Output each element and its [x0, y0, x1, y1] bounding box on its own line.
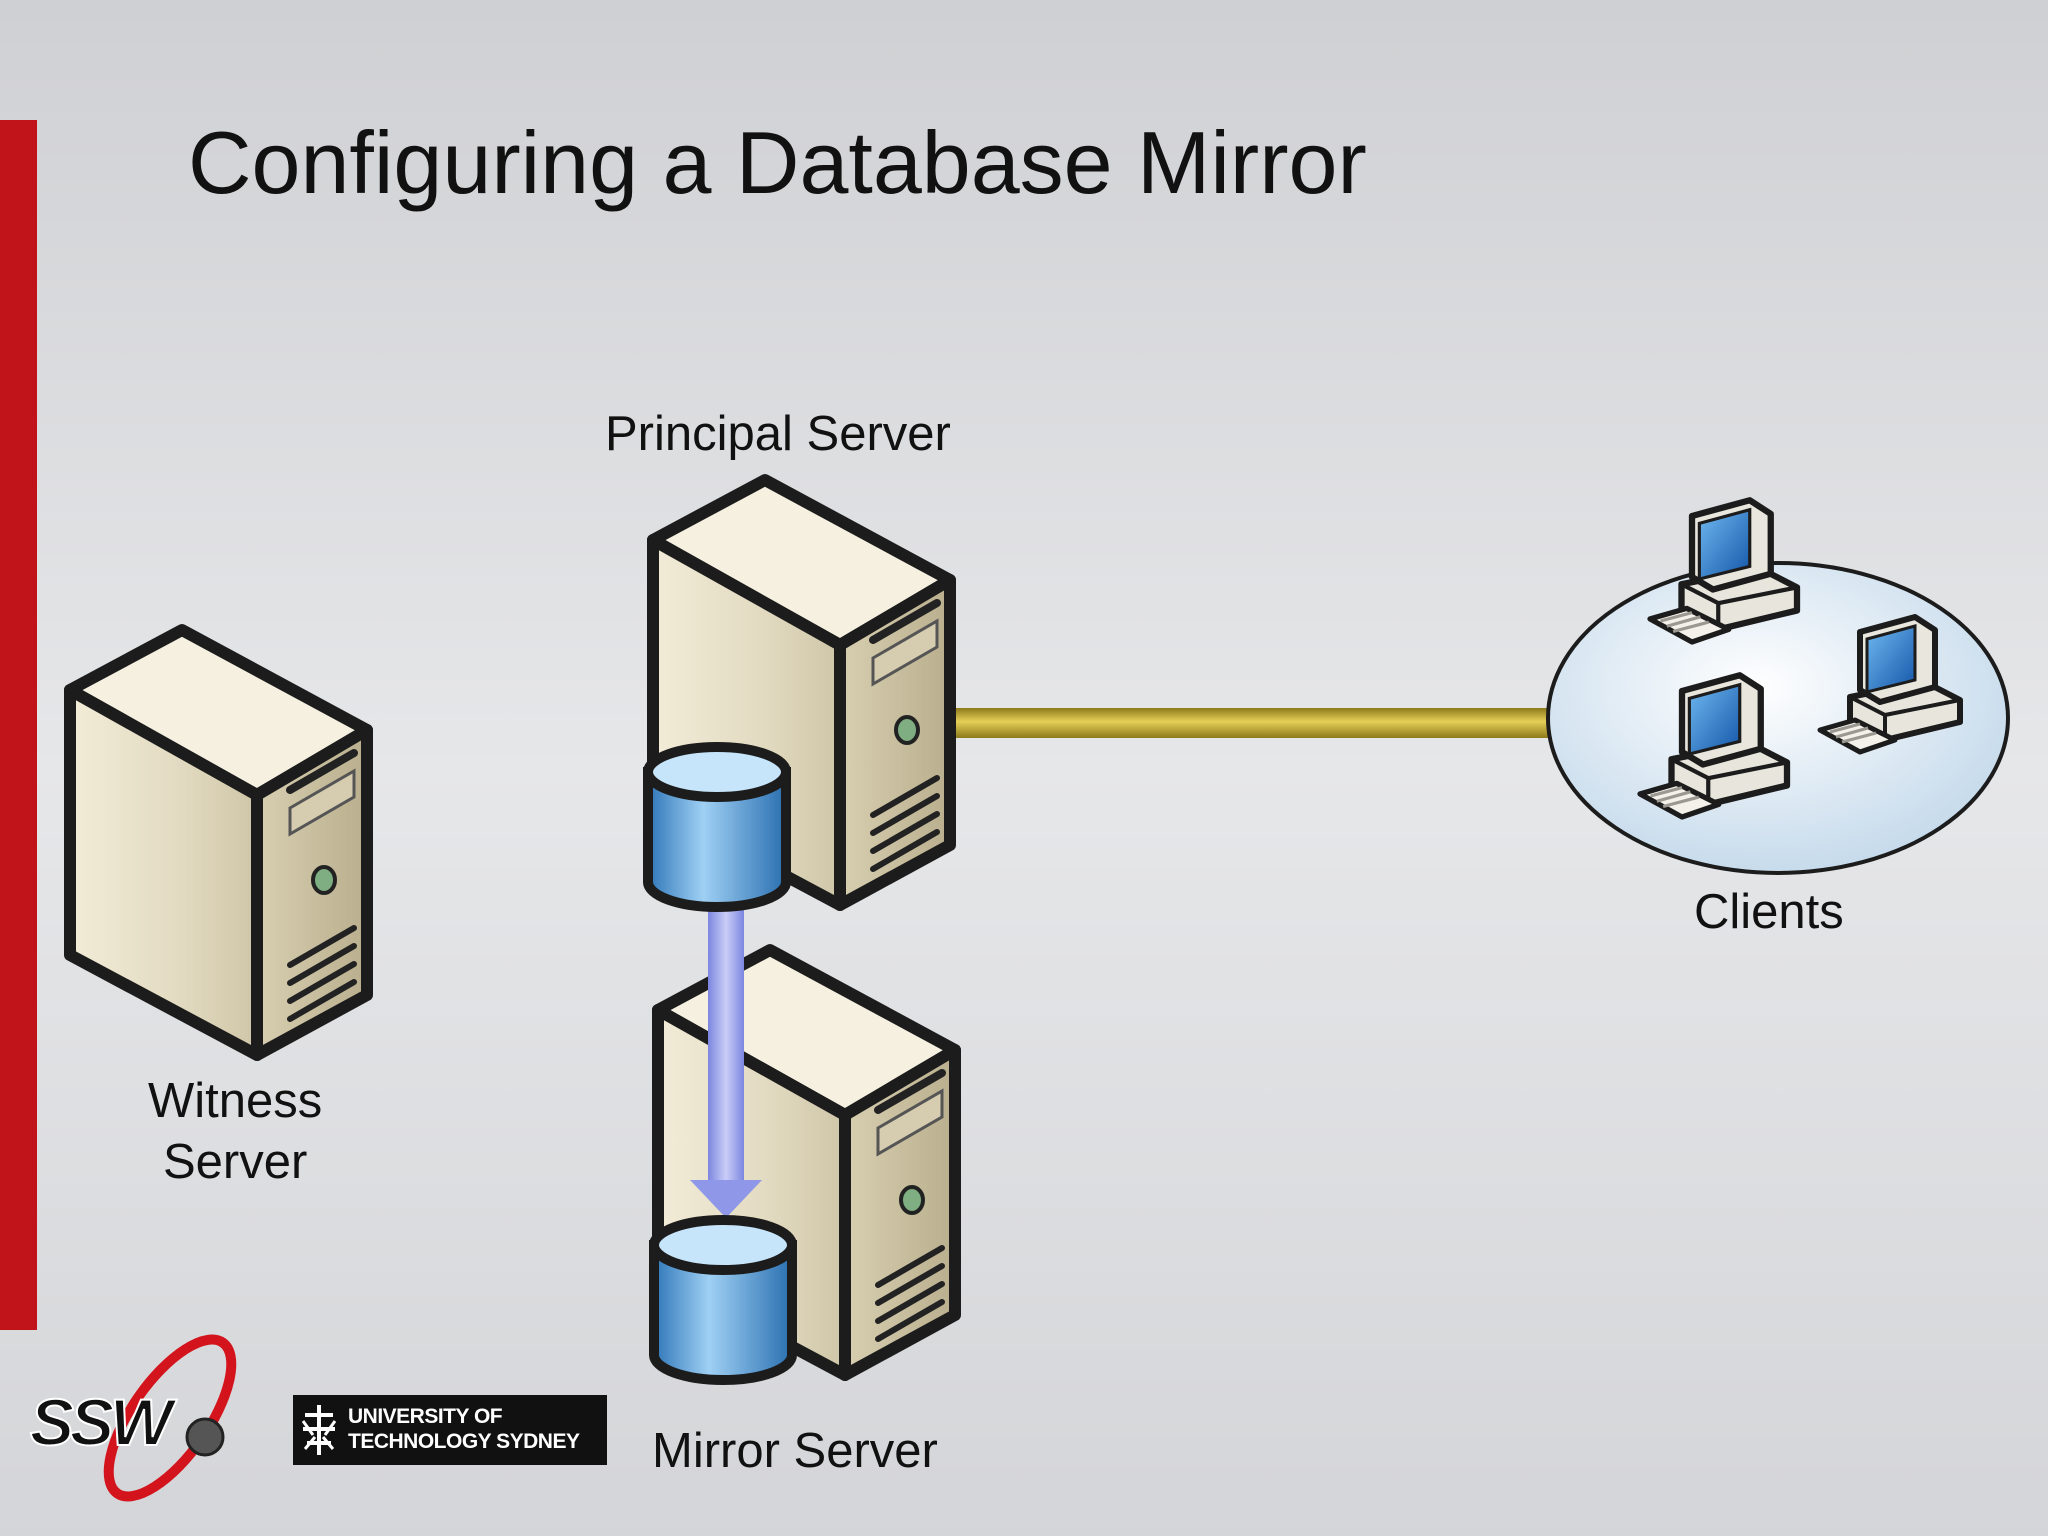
- witness-server-icon: [70, 630, 367, 1055]
- uts-name-line1: UNIVERSITY OF: [348, 1405, 503, 1428]
- uts-crest-icon: [297, 1401, 341, 1459]
- slide-title: Configuring a Database Mirror: [188, 113, 1367, 212]
- connection-line: [950, 708, 1548, 738]
- uts-logo: UNIVERSITY OF TECHNOLOGY SYDNEY: [293, 1395, 607, 1465]
- principal-database-icon: [648, 747, 786, 907]
- mirror-database-icon: [654, 1220, 792, 1380]
- svg-text:SSW: SSW: [30, 1385, 177, 1459]
- uts-name-line2: TECHNOLOGY SYDNEY: [348, 1430, 580, 1453]
- witness-server-label-line1: Witness: [148, 1074, 323, 1128]
- accent-bar: [0, 120, 37, 1330]
- mirror-server-label: Mirror Server: [652, 1424, 938, 1478]
- ssw-logo: SSW: [29, 1334, 237, 1502]
- mirroring-arrow: [690, 895, 762, 1218]
- clients-label: Clients: [1694, 885, 1844, 939]
- witness-server-label-line2: Server: [163, 1135, 308, 1189]
- principal-server-label: Principal Server: [605, 407, 951, 461]
